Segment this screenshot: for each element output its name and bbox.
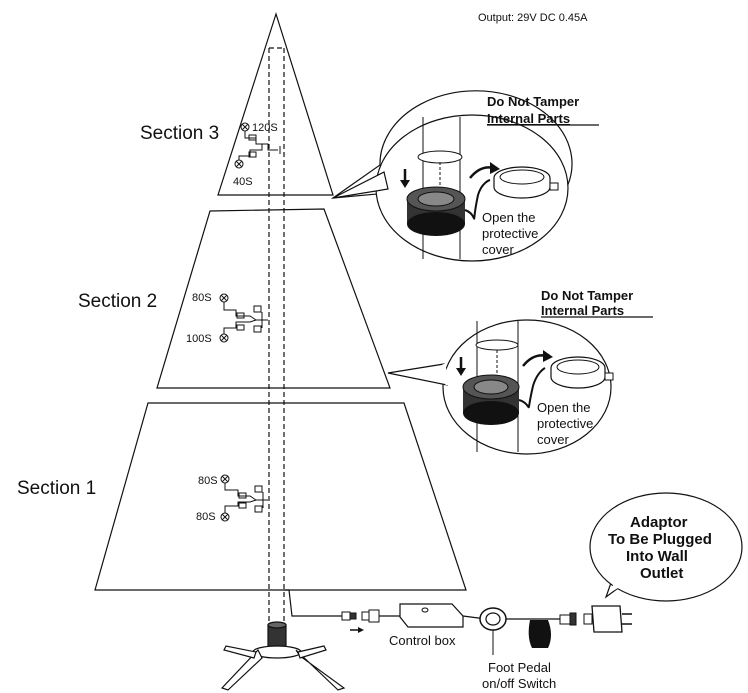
adaptor-line3: Into Wall — [626, 548, 688, 565]
open-cover-top-line1: Open the — [482, 210, 536, 225]
section-1-label: Section 1 — [17, 478, 96, 499]
section-3-wiring — [234, 122, 281, 169]
tree-section-1 — [94, 402, 467, 591]
warning-top-line1: Do Not Tamper — [487, 94, 579, 109]
bulb-label-s2-bottom: 100S — [186, 333, 212, 345]
control-box — [399, 603, 464, 628]
adaptor-line2: To Be Plugged — [608, 531, 712, 548]
foot-pedal-switch — [479, 607, 507, 655]
bulb-label-s1-top: 80S — [198, 475, 218, 487]
open-cover-top-line3: cover — [482, 242, 514, 257]
open-cover-mid-line2: protective — [537, 416, 593, 431]
tree-section-2 — [156, 208, 391, 389]
control-box-label: Control box — [389, 633, 456, 648]
open-cover-top-line2: protective — [482, 226, 538, 241]
open-cover-mid-line3: cover — [537, 432, 569, 447]
tree-stand — [220, 621, 346, 691]
warning-mid-line2: Internal Parts — [541, 303, 624, 318]
callout-middle — [387, 319, 614, 455]
foot-pedal-line2: on/off Switch — [482, 676, 556, 691]
warning-top-line2: Internal Parts — [487, 111, 570, 126]
section-1-wiring — [220, 474, 268, 522]
connector-arrowhead — [358, 627, 364, 633]
bulb-label-s3-top: 120S — [252, 122, 278, 134]
bulb-label-s3-bottom: 40S — [233, 176, 253, 188]
coiled-cable — [528, 620, 551, 648]
bulb-label-s2-top: 80S — [192, 292, 212, 304]
adaptor-line1: Adaptor — [630, 514, 688, 531]
foot-pedal-line1: Foot Pedal — [488, 660, 551, 675]
section-2-wiring — [219, 293, 268, 343]
adaptor-plug — [559, 605, 632, 633]
section-3-label: Section 3 — [140, 123, 219, 144]
bulb-label-s1-bottom: 80S — [196, 511, 216, 523]
adaptor-callout — [589, 492, 743, 602]
callout-top — [330, 90, 573, 262]
tree-section-3 — [217, 12, 334, 196]
warning-mid-line1: Do Not Tamper — [541, 288, 633, 303]
output-spec: Output: 29V DC 0.45A — [478, 12, 588, 24]
connector-plug-1 — [341, 609, 380, 623]
adaptor-line4: Outlet — [640, 565, 683, 582]
open-cover-mid-line1: Open the — [537, 400, 591, 415]
section-2-label: Section 2 — [78, 291, 157, 312]
